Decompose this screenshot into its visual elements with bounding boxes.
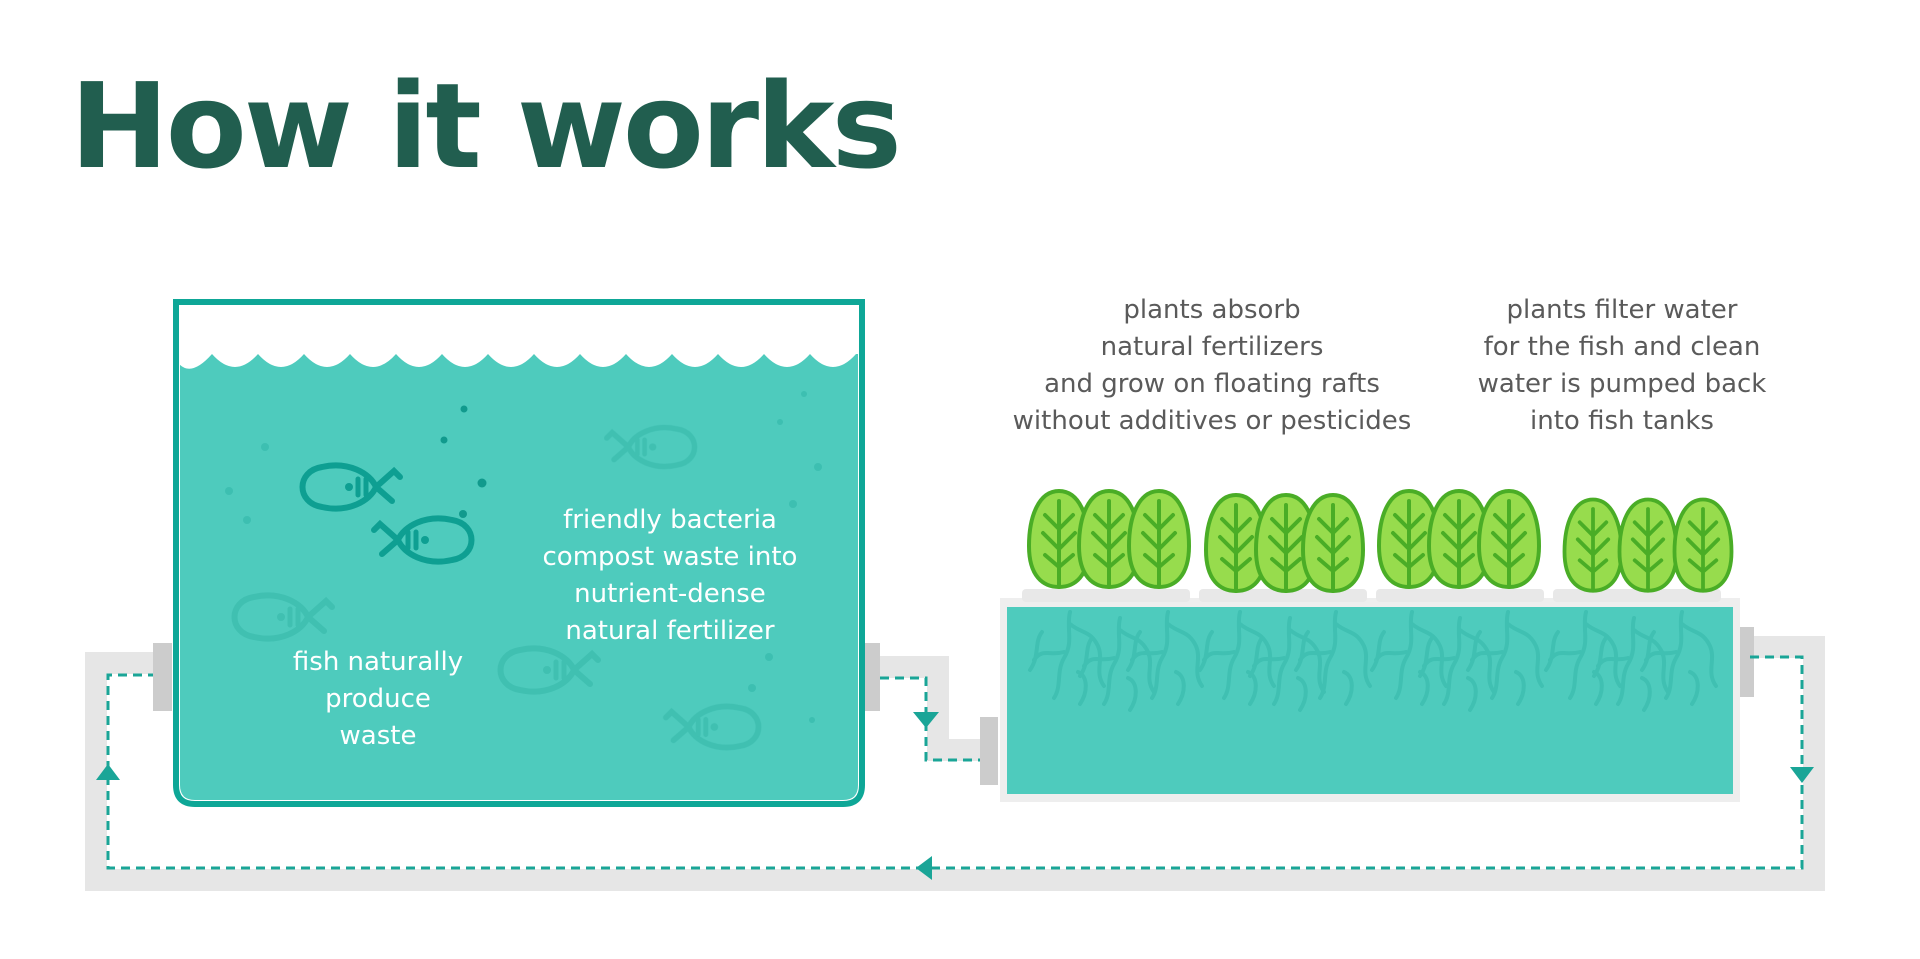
grow-bed bbox=[1000, 489, 1740, 802]
caption-plants-filter: plants filter water for the fish and cle… bbox=[1477, 295, 1767, 436]
caption-plants-absorb: plants absorb natural fertilizers and gr… bbox=[1012, 295, 1412, 436]
page-title: How it works bbox=[70, 57, 902, 195]
fish-tank bbox=[173, 299, 865, 807]
caption-fish-waste: fish naturally produce waste bbox=[292, 647, 464, 751]
wave-icon bbox=[180, 306, 858, 369]
transfer-pipe bbox=[865, 656, 988, 761]
flow-arrow-icon bbox=[96, 712, 1814, 880]
caption-bacteria: friendly bacteria compost waste into nut… bbox=[542, 505, 798, 646]
left-tank-connector bbox=[153, 643, 172, 711]
return-pipe bbox=[85, 636, 1825, 891]
lettuce-icon bbox=[1027, 489, 1734, 593]
grow-bed-inlet-connector bbox=[980, 717, 998, 785]
water-flow-line bbox=[106, 655, 1804, 870]
bubbles bbox=[440, 405, 487, 518]
right-tank-connector bbox=[862, 643, 880, 711]
